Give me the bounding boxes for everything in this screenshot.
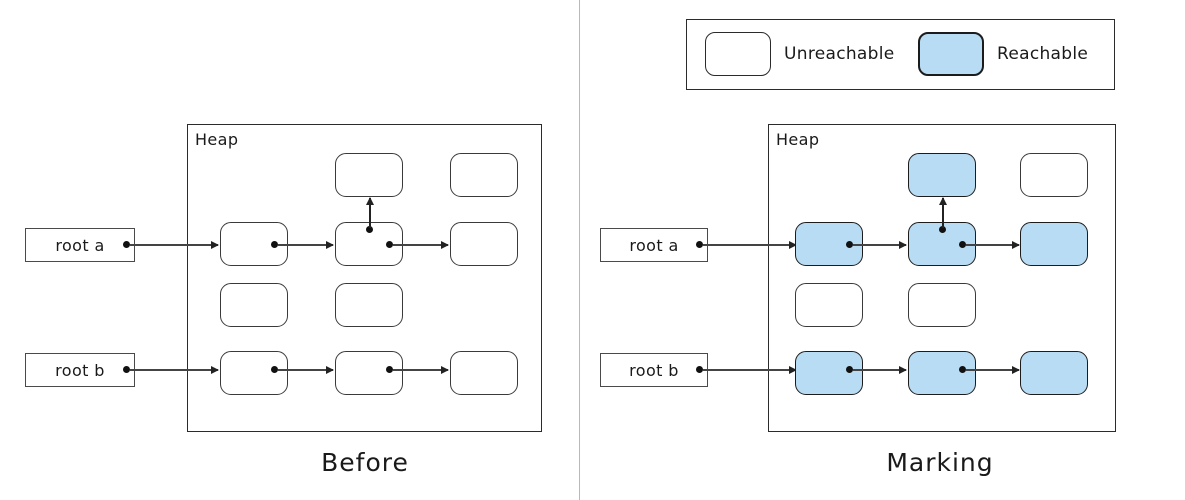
- root-label-a-before: root a: [55, 235, 105, 255]
- legend-swatch-unreachable: [705, 32, 771, 76]
- heap-node-r2c2-marking[interactable]: [908, 283, 976, 327]
- edge-r1c2-to-r0c2-marking: [942, 198, 944, 228]
- pointer-dot-r1c2-up-before: [366, 226, 373, 233]
- heap-node-r1c3-marking[interactable]: [1020, 222, 1088, 266]
- edge-r3c1-to-r3c2-before: [278, 369, 333, 371]
- root-box-b-before[interactable]: root b: [25, 353, 135, 387]
- edge-r1c1-to-r1c2-marking: [853, 244, 906, 246]
- root-box-b-marking[interactable]: root b: [600, 353, 708, 387]
- heap-node-r3c1-before[interactable]: [220, 351, 288, 395]
- root-label-a-marking: root a: [629, 235, 679, 255]
- edge-r1c1-to-r1c2-before: [278, 244, 333, 246]
- pointer-dot-r3c2-marking: [959, 366, 966, 373]
- pointer-dot-r1c2-right-marking: [959, 241, 966, 248]
- heap-node-r2c2-before[interactable]: [335, 283, 403, 327]
- heap-label-before: Heap: [195, 130, 239, 149]
- edge-r1c2-to-r1c3-marking: [966, 244, 1019, 246]
- legend-label-unreachable: Unreachable: [784, 44, 895, 64]
- heap-node-r1c3-before[interactable]: [450, 222, 518, 266]
- pointer-dot-root-a-before: [123, 241, 130, 248]
- root-label-b-before: root b: [55, 360, 105, 380]
- pointer-dot-r1c2-right-before: [386, 241, 393, 248]
- pointer-dot-r3c1-marking: [846, 366, 853, 373]
- edge-r3c2-to-r3c3-before: [393, 369, 448, 371]
- root-label-b-marking: root b: [629, 360, 679, 380]
- edge-r1c2-to-r1c3-before: [393, 244, 448, 246]
- edge-root-b-to-node-marking: [703, 369, 796, 371]
- heap-node-r3c2-marking[interactable]: [908, 351, 976, 395]
- legend-swatch-reachable: [918, 32, 984, 76]
- pointer-dot-root-b-before: [123, 366, 130, 373]
- edge-r3c1-to-r3c2-marking: [853, 369, 906, 371]
- heap-node-r2c1-marking[interactable]: [795, 283, 863, 327]
- pointer-dot-r3c1-before: [271, 366, 278, 373]
- heap-node-r0c3-before[interactable]: [450, 153, 518, 197]
- heap-node-r3c3-marking[interactable]: [1020, 351, 1088, 395]
- heap-label-marking: Heap: [776, 130, 820, 149]
- edge-root-a-to-node-marking: [703, 244, 796, 246]
- pointer-dot-r1c2-up-marking: [939, 226, 946, 233]
- heap-node-r0c3-marking[interactable]: [1020, 153, 1088, 197]
- edge-r3c2-to-r3c3-marking: [966, 369, 1019, 371]
- root-box-a-before[interactable]: root a: [25, 228, 135, 262]
- heap-node-r0c2-before[interactable]: [335, 153, 403, 197]
- pointer-dot-r1c1-marking: [846, 241, 853, 248]
- pointer-dot-r1c1-before: [271, 241, 278, 248]
- heap-node-r3c2-before[interactable]: [335, 351, 403, 395]
- heap-node-r0c2-marking[interactable]: [908, 153, 976, 197]
- caption-marking: Marking: [886, 448, 994, 477]
- caption-before: Before: [321, 448, 409, 477]
- root-box-a-marking[interactable]: root a: [600, 228, 708, 262]
- edge-r1c2-to-r0c2-before: [369, 198, 371, 228]
- pointer-dot-r3c2-before: [386, 366, 393, 373]
- heap-node-r3c3-before[interactable]: [450, 351, 518, 395]
- edge-root-b-to-node-before: [130, 369, 218, 371]
- edge-root-a-to-node-before: [130, 244, 218, 246]
- pointer-dot-root-b-marking: [696, 366, 703, 373]
- panel-divider: [579, 0, 580, 500]
- pointer-dot-root-a-marking: [696, 241, 703, 248]
- heap-node-r2c1-before[interactable]: [220, 283, 288, 327]
- heap-node-r3c1-marking[interactable]: [795, 351, 863, 395]
- legend-label-reachable: Reachable: [997, 44, 1089, 64]
